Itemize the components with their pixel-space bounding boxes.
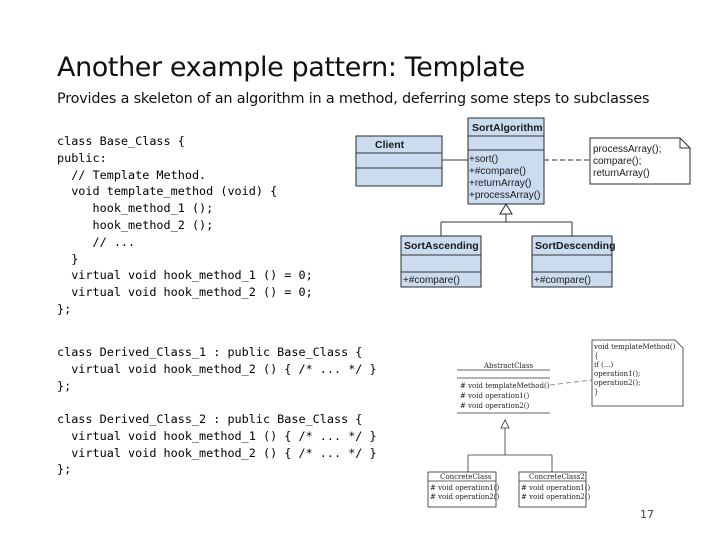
slide-title: Another example pattern: Template [57, 52, 525, 83]
sort-note-line: returnArray() [593, 168, 650, 179]
sort-algorithm-method: +returnArray() [469, 178, 532, 189]
template-note-line: { [594, 352, 598, 360]
abstract-class-method: # void operation2() [460, 402, 530, 410]
concrete-class-box [427, 471, 497, 508]
template-note-box [591, 339, 684, 407]
concrete-class-name: ConcreteClass [440, 473, 492, 481]
concrete-class-2-method: # void operation1() [521, 484, 591, 492]
abstract-class-name: AbstractClass [483, 362, 534, 370]
concrete-class-2-name: ConcreteClass2 [529, 473, 585, 481]
sort-descending-class-name: SortDescending [535, 240, 616, 252]
concrete-class-method: # void operation1() [430, 484, 500, 492]
concrete-class-method: # void operation2() [430, 493, 500, 501]
concrete-class-2-method: # void operation2() [521, 493, 591, 501]
sort-ascending-method: +#compare() [403, 275, 460, 286]
derived-class-1-code: class Derived_Class_1 : public Base_Clas… [57, 345, 377, 393]
sort-algorithm-class-box [467, 117, 545, 205]
sort-ascending-class-box [400, 235, 482, 288]
base-class-code: class Base_Class { public: // Template M… [57, 134, 313, 316]
slide-subtitle: Provides a skeleton of an algorithm in a… [57, 91, 650, 107]
inheritance-arrow-icon [499, 203, 513, 215]
template-note-line: } [594, 388, 598, 396]
sort-descending-method: +#compare() [534, 275, 591, 286]
sort-note-box [589, 137, 691, 185]
template-note-line: operation2(); [594, 379, 640, 387]
sort-algorithm-method: +#compare() [469, 166, 526, 177]
template-note-line: if (...) [594, 361, 613, 369]
derived-class-2-code: class Derived_Class_2 : public Base_Clas… [57, 412, 377, 477]
template-note-line: operation1(); [594, 370, 640, 378]
concrete-class-2-box [518, 471, 587, 508]
client-class-box [355, 135, 443, 187]
sort-algorithm-class-name: SortAlgorithm [472, 122, 543, 134]
sort-note-line: processArray(); [593, 144, 661, 155]
sort-note-line: compare(); [593, 156, 641, 167]
sort-algorithm-method: +sort() [469, 154, 498, 165]
abstract-class-method: # void templateMethod() [460, 382, 550, 390]
abstract-class-method: # void operation1() [460, 392, 530, 400]
small-inheritance-arrow-icon [500, 419, 510, 429]
page-number: 17 [640, 508, 654, 521]
client-class-name: Client [375, 139, 405, 151]
sort-descending-class-box [531, 235, 613, 288]
sort-algorithm-method: +processArray() [469, 190, 540, 201]
template-note-line: void templateMethod() [593, 343, 676, 351]
sort-ascending-class-name: SortAscending [404, 240, 479, 252]
